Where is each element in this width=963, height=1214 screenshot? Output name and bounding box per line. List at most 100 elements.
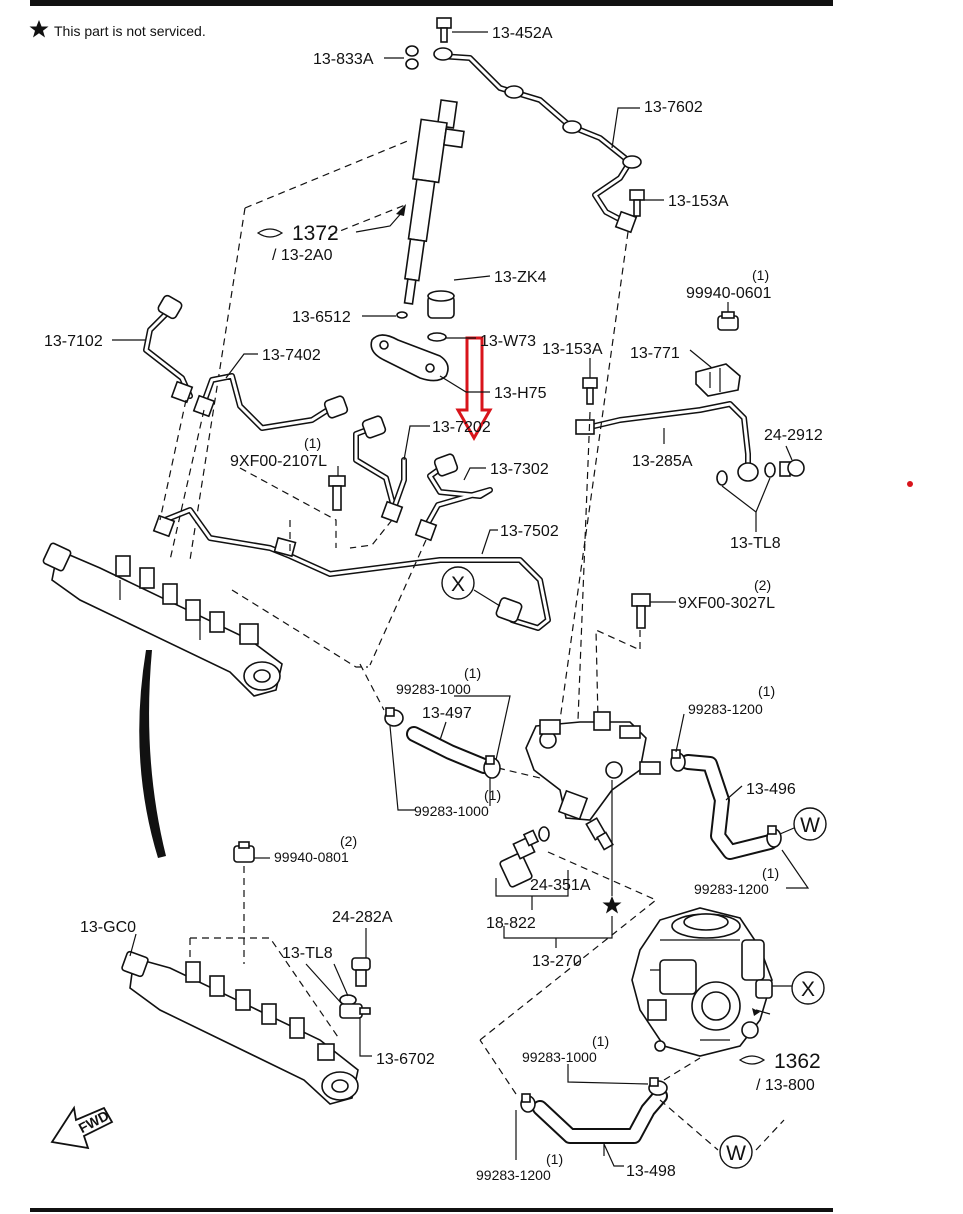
common-rail-upper <box>42 542 283 697</box>
qty-9XF00-2107L: (1) <box>304 435 321 451</box>
label-leaders <box>112 31 810 1167</box>
hose-clamp-99283-1000-b <box>384 707 404 727</box>
hose-clamp-99283-1000-a <box>483 755 501 779</box>
label-13-452A: 13-452A <box>492 25 553 42</box>
label-18-822: 18-822 <box>486 915 536 932</box>
qty-99940-0601: (1) <box>752 267 769 283</box>
gasket-24-351A <box>538 826 550 842</box>
svg-text:X: X <box>801 978 815 1001</box>
label-13-800: / 13-800 <box>756 1077 815 1094</box>
label-99283-1200-a: 99283-1200 <box>688 701 763 717</box>
bolt-13-452A <box>436 17 452 43</box>
label-13-ZK4: 13-ZK4 <box>494 269 547 286</box>
hose-clamp-99283-1200-a <box>670 749 686 772</box>
label-13-7202: 13-7202 <box>432 419 491 436</box>
bottom-border <box>30 1208 833 1212</box>
label-13-7102: 13-7102 <box>44 333 103 350</box>
label-99283-1200-c: 99283-1200 <box>476 1167 551 1183</box>
label-99283-1200-b: 99283-1200 <box>694 881 769 897</box>
label-13-498: 13-498 <box>626 1163 676 1180</box>
rotation-arrow <box>139 650 166 858</box>
fuel-injector-1372 <box>403 99 465 305</box>
qty-99283-1000-b: (1) <box>484 787 501 803</box>
sensor-24-282A <box>351 957 371 987</box>
qty-99283-1200-a: (1) <box>758 683 775 699</box>
label-13-W73: 13-W73 <box>480 333 536 350</box>
label-13-7302: 13-7302 <box>490 461 549 478</box>
label-24-2912: 24-2912 <box>764 427 823 444</box>
label-1362: 1362 <box>774 1050 821 1073</box>
hose-clamp-99283-1200-c <box>520 1093 536 1113</box>
qty-99283-1200-c: (1) <box>546 1151 563 1167</box>
label-1372: 1372 <box>292 222 339 245</box>
banjo-bolt-24-2912 <box>779 459 805 477</box>
label-99283-1000-a: 99283-1000 <box>396 681 471 697</box>
svg-text:X: X <box>451 573 465 596</box>
label-24-282A: 24-282A <box>332 909 393 926</box>
label-13-2A0: / 13-2A0 <box>272 247 333 264</box>
washer-13-W73 <box>427 332 447 342</box>
refer-icon-1362 <box>738 1055 766 1065</box>
fuel-pump-1362 <box>631 907 773 1057</box>
injection-pipe-13-7202 <box>353 425 397 511</box>
hose-13-496 <box>680 754 778 860</box>
clamp-nut-13-ZK4 <box>427 290 455 319</box>
label-13-285A: 13-285A <box>632 453 693 470</box>
fuel-block-body <box>525 711 661 851</box>
label-13-6702: 13-6702 <box>376 1051 435 1068</box>
bracket-13-771 <box>695 363 741 397</box>
injection-pipe-13-7402 <box>201 373 337 431</box>
common-rail-lower <box>121 950 359 1105</box>
label-13-270: 13-270 <box>532 953 582 970</box>
highlight-arrow <box>455 336 493 442</box>
label-99940-0601: 99940-0601 <box>686 285 772 302</box>
connector-x-lower: X <box>772 971 825 1005</box>
label-13-496: 13-496 <box>746 781 796 798</box>
not-serviced-star-icon <box>602 896 622 914</box>
label-13-497: 13-497 <box>422 705 472 722</box>
label-13-153A-top: 13-153A <box>668 193 729 210</box>
label-13-7502: 13-7502 <box>500 523 559 540</box>
annotation-dot <box>907 481 913 487</box>
gasket-13-TL8-a <box>716 470 728 486</box>
hose-clamp-99283-1000-c <box>648 1077 668 1096</box>
label-13-833A: 13-833A <box>313 51 374 68</box>
label-13-TL8-top: 13-TL8 <box>730 535 781 552</box>
washer-13-6512 <box>396 311 408 319</box>
label-9XF00-3027L: 9XF00-3027L <box>678 595 775 612</box>
injection-pipe-13-7502 <box>162 507 551 631</box>
label-99940-0801: 99940-0801 <box>274 849 349 865</box>
gasket-13-TL8-b <box>764 462 776 478</box>
label-24-351A: 24-351A <box>530 877 591 894</box>
bolt-13-153A-top <box>614 189 645 234</box>
qty-9XF00-3027L: (2) <box>754 577 771 593</box>
star-icon <box>29 20 49 38</box>
label-13-TL8-bottom: 13-TL8 <box>282 945 333 962</box>
label-13-6512: 13-6512 <box>292 309 351 326</box>
sensor-18-822 <box>499 829 540 888</box>
connector-w-upper: W <box>779 807 827 841</box>
label-13-771: 13-771 <box>630 345 680 362</box>
qty-99283-1000-a: (1) <box>464 665 481 681</box>
svg-text:W: W <box>800 814 820 837</box>
nut-99940-0801 <box>233 841 255 863</box>
bolt-13-153A-mid <box>582 377 598 405</box>
svg-text:W: W <box>726 1142 746 1165</box>
bolt-9XF00-2107L <box>328 475 346 511</box>
top-border <box>30 0 833 6</box>
label-13-7602: 13-7602 <box>644 99 703 116</box>
connector-w-lower: W <box>719 1135 753 1169</box>
connector-x-upper: X <box>441 566 501 607</box>
refer-icon-1372 <box>256 228 284 238</box>
qty-99283-1000-c: (1) <box>592 1033 609 1049</box>
bolt-9XF00-3027L <box>631 593 651 629</box>
nut-99940-0601 <box>717 311 739 331</box>
return-pipe-fittings <box>405 45 642 169</box>
not-serviced-note: This part is not serviced. <box>29 20 206 39</box>
label-13-GC0: 13-GC0 <box>80 919 136 936</box>
label-13-H75: 13-H75 <box>494 385 547 402</box>
forward-direction-arrow: FWD <box>50 1105 114 1150</box>
label-9XF00-2107L: 9XF00-2107L <box>230 453 327 470</box>
label-99283-1000-b: 99283-1000 <box>414 803 489 819</box>
